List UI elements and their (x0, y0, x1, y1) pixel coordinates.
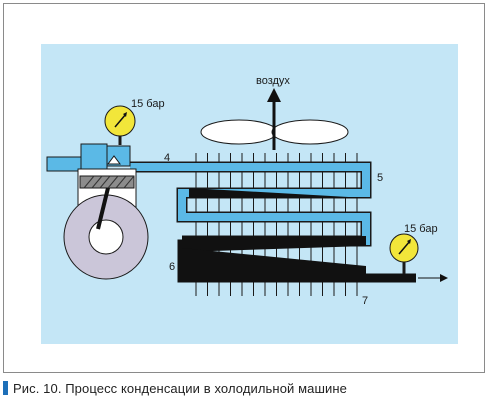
condensation-wedge-1 (189, 188, 366, 198)
liquid-wedge (182, 248, 366, 274)
connecting-rod (96, 187, 110, 230)
point-label-7: 7 (362, 295, 368, 307)
caption-marker (3, 381, 8, 395)
caption-row: Рис. 10. Процесс конденсации в холодильн… (3, 378, 347, 398)
pressure-gauge-right (389, 233, 419, 274)
outlet-arrow-head (440, 274, 448, 282)
gauge-left-label: 15 бар (131, 98, 165, 110)
point-label-4: 4 (164, 152, 170, 164)
point-label-5: 5 (377, 172, 383, 184)
compressor (46, 143, 149, 280)
figure-caption: Рис. 10. Процесс конденсации в холодильн… (13, 380, 347, 396)
condensation-wedge-2 (182, 236, 366, 252)
crank-disk (88, 219, 124, 255)
point-label-6: 6 (169, 261, 175, 273)
fan-icon (200, 88, 349, 150)
gauge-right-label: 15 бар (404, 223, 438, 235)
pressure-gauge-left (104, 105, 136, 145)
air-label: воздух (256, 75, 290, 87)
figure-frame: воздух 15 бар 15 бар 4 5 6 7 (3, 3, 485, 373)
condenser-diagram: воздух 15 бар 15 бар 4 5 6 7 (41, 44, 458, 344)
condenser-coil (130, 161, 416, 283)
